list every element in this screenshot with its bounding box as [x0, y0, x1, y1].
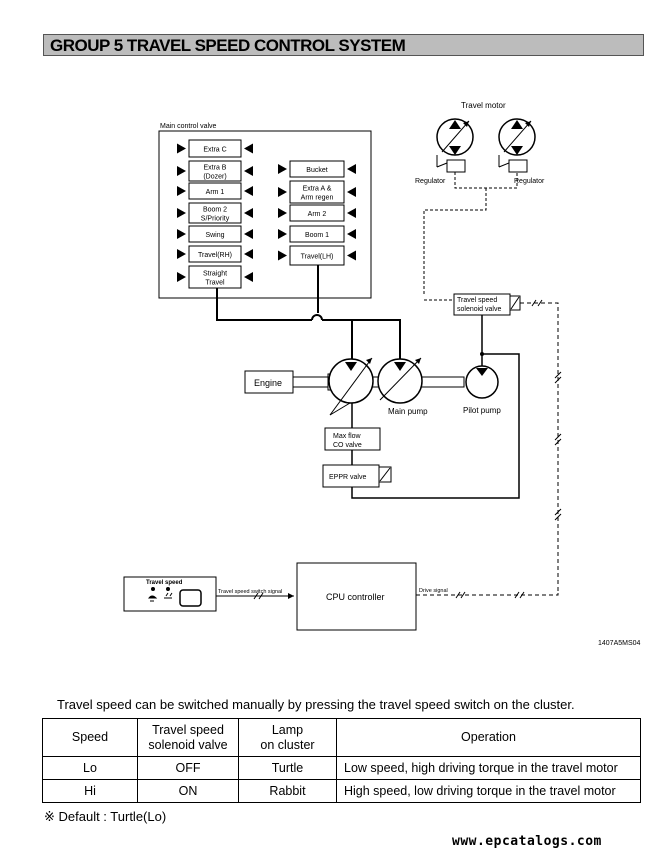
left-spool-label: Travel: [205, 280, 225, 287]
main-pump-1: [328, 357, 374, 416]
pilot-pump-label: Pilot pump: [463, 406, 501, 415]
travel-speed-diagram: Main control valve Extra C Extra B (Dozer)…: [123, 101, 641, 647]
figure-code: 1407A5MS04: [598, 640, 641, 647]
main-control-valve-label: Main control valve: [160, 123, 217, 130]
drive-signal-line: [416, 590, 559, 596]
left-spool-label: Travel(RH): [198, 252, 232, 259]
right-spool: Travel(LH): [278, 245, 356, 266]
left-spool-label: Arm 1: [206, 189, 225, 196]
cell-operation: Low speed, high driving torque in the tr…: [336, 756, 641, 780]
left-spool-label: S/Priority: [201, 216, 230, 223]
travel-motor-left: [436, 118, 474, 156]
left-spool: Extra B (Dozer): [177, 160, 253, 182]
rabbit-icon: [164, 592, 173, 599]
solenoid-valve-line2: solenoid valve: [457, 306, 501, 313]
watermark: www.epcatalogs.com: [452, 834, 602, 849]
cell-speed: Hi: [42, 779, 138, 803]
drive-signal-line-upper: [520, 302, 559, 592]
left-spool: Extra C: [177, 139, 253, 158]
right-spool-label: Bucket: [306, 167, 327, 174]
line-hop: [311, 314, 323, 321]
left-spool: Boom 2 S/Priority: [177, 202, 253, 224]
travel-motor-label: Travel motor: [461, 101, 506, 110]
section-title: GROUP 5 TRAVEL SPEED CONTROL SYSTEM: [50, 36, 406, 55]
cell-operation: High speed, low driving torque in the tr…: [336, 779, 641, 803]
regulator-right-box: [508, 159, 528, 173]
right-spool: Boom 1: [278, 225, 356, 243]
pilot-pump: [465, 365, 499, 399]
drive-signal-label: Drive signal: [419, 588, 448, 594]
cell-lamp: Rabbit: [238, 779, 337, 803]
left-spool-label: Extra B: [204, 165, 227, 172]
right-spool-label: Arm 2: [308, 211, 327, 218]
header-operation: Operation: [336, 718, 641, 757]
travel-speed-switch-button: [179, 589, 202, 607]
left-spool: Travel(RH): [177, 245, 253, 263]
regulator-left-box: [446, 159, 466, 173]
solenoid-valve-line1: Travel speed: [457, 297, 497, 304]
turtle-icon: [147, 595, 158, 602]
footnote: ※ Default : Turtle(Lo): [44, 809, 167, 824]
pump-feed-line: [322, 319, 401, 362]
main-control-valve-frame: [158, 130, 372, 299]
travel-rh-line: [216, 288, 312, 321]
right-spool: Extra A & Arm regen: [278, 180, 356, 204]
right-spool-label: Arm regen: [301, 195, 334, 202]
engine-label: Engine: [254, 378, 282, 388]
cpu-controller-box: [296, 562, 417, 631]
left-spool-label: Swing: [205, 232, 224, 239]
pilot-return-line: [351, 353, 520, 499]
right-spool-label: Boom 1: [305, 232, 329, 239]
max-flow-line1: Max flow: [333, 433, 362, 440]
max-flow-line2: CO valve: [333, 442, 362, 449]
left-spool-label: Extra C: [203, 147, 226, 154]
turtle-lamp-icon: [151, 587, 155, 591]
right-spool: Bucket: [278, 160, 356, 178]
main-pump-label: Main pump: [388, 407, 428, 416]
switch-signal-label: Travel speed switch signal: [218, 589, 282, 595]
cell-solenoid: ON: [137, 779, 239, 803]
cell-lamp: Turtle: [238, 756, 337, 780]
cell-speed: Lo: [42, 756, 138, 780]
left-spool-label: (Dozer): [203, 174, 226, 181]
regulator-right-label: Regulator: [514, 178, 545, 185]
regulator-left-label: Regulator: [415, 178, 446, 185]
cell-solenoid: OFF: [137, 756, 239, 780]
table-row: Hi ON Rabbit High speed, low driving tor…: [42, 779, 641, 803]
left-spool: Swing: [177, 225, 253, 243]
left-spool: Arm 1: [177, 182, 253, 200]
right-spool-label: Travel(LH): [301, 254, 334, 261]
header-speed: Speed: [42, 718, 138, 757]
travel-speed-switch-title: Travel speed: [146, 580, 183, 586]
left-spool-label: Straight: [203, 271, 227, 278]
intro-text: Travel speed can be switched manually by…: [57, 697, 575, 712]
right-spool: Arm 2: [278, 204, 356, 222]
table-row: Lo OFF Turtle Low speed, high driving to…: [42, 756, 641, 780]
eppr-label: EPPR valve: [329, 474, 366, 481]
regulator-pilot-lines: [423, 172, 518, 301]
left-spool-label: Boom 2: [203, 207, 227, 214]
cpu-controller-label: CPU controller: [326, 592, 385, 602]
main-pump-2: [377, 357, 423, 404]
right-spool-label: Extra A &: [303, 186, 332, 193]
travel-motor-right: [498, 118, 536, 156]
section-title-bar: GROUP 5 TRAVEL SPEED CONTROL SYSTEM: [43, 34, 644, 56]
rabbit-lamp-icon: [166, 587, 170, 591]
